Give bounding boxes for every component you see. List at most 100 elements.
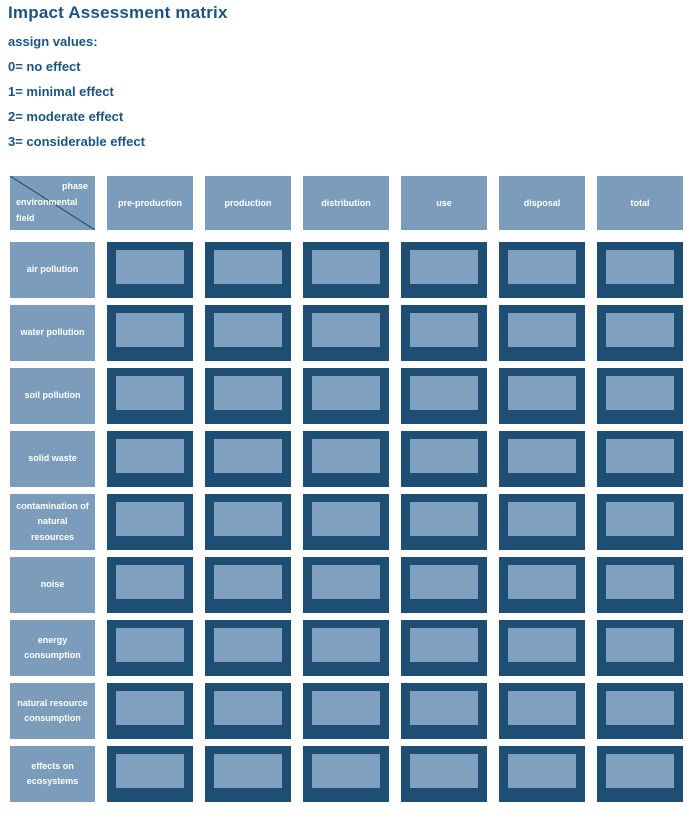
- cell-contamination-of-natural-resources--distribution: [303, 494, 389, 550]
- row-header-solid-waste: solid waste: [10, 431, 95, 487]
- input-effects-on-ecosystems--use[interactable]: [410, 754, 478, 788]
- input-air-pollution--use[interactable]: [410, 250, 478, 284]
- cell-soil-pollution--disposal: [499, 368, 585, 424]
- input-solid-waste--total[interactable]: [606, 439, 674, 473]
- input-air-pollution--pre-production[interactable]: [116, 250, 184, 284]
- cell-energy-consumption--pre-production: [107, 620, 193, 676]
- input-solid-waste--distribution[interactable]: [312, 439, 380, 473]
- cell-water-pollution--use: [401, 305, 487, 361]
- input-effects-on-ecosystems--production[interactable]: [214, 754, 282, 788]
- input-energy-consumption--disposal[interactable]: [508, 628, 576, 662]
- matrix-header-row: phase environmental field pre-production…: [10, 176, 683, 230]
- cell-water-pollution--production: [205, 305, 291, 361]
- cell-contamination-of-natural-resources--production: [205, 494, 291, 550]
- input-noise--total[interactable]: [606, 565, 674, 599]
- page-title: Impact Assessment matrix: [8, 3, 228, 22]
- input-noise--distribution[interactable]: [312, 565, 380, 599]
- matrix-row-solid-waste: solid waste: [10, 431, 683, 487]
- input-energy-consumption--pre-production[interactable]: [116, 628, 184, 662]
- matrix-row-contamination-of-natural-resources: contamination of natural resources: [10, 494, 683, 550]
- input-contamination-of-natural-resources--pre-production[interactable]: [116, 502, 184, 536]
- cell-natural-resource-consumption--total: [597, 683, 683, 739]
- cell-effects-on-ecosystems--distribution: [303, 746, 389, 802]
- input-contamination-of-natural-resources--production[interactable]: [214, 502, 282, 536]
- cell-soil-pollution--production: [205, 368, 291, 424]
- cell-water-pollution--disposal: [499, 305, 585, 361]
- cell-air-pollution--production: [205, 242, 291, 298]
- input-natural-resource-consumption--distribution[interactable]: [312, 691, 380, 725]
- input-natural-resource-consumption--use[interactable]: [410, 691, 478, 725]
- input-energy-consumption--total[interactable]: [606, 628, 674, 662]
- cell-effects-on-ecosystems--disposal: [499, 746, 585, 802]
- input-energy-consumption--distribution[interactable]: [312, 628, 380, 662]
- input-contamination-of-natural-resources--total[interactable]: [606, 502, 674, 536]
- input-soil-pollution--total[interactable]: [606, 376, 674, 410]
- cell-soil-pollution--pre-production: [107, 368, 193, 424]
- input-air-pollution--distribution[interactable]: [312, 250, 380, 284]
- input-effects-on-ecosystems--distribution[interactable]: [312, 754, 380, 788]
- legend-item-minimal-effect: 1= minimal effect: [8, 84, 114, 99]
- column-header-use: use: [401, 176, 487, 230]
- cell-natural-resource-consumption--use: [401, 683, 487, 739]
- input-solid-waste--use[interactable]: [410, 439, 478, 473]
- input-water-pollution--disposal[interactable]: [508, 313, 576, 347]
- cell-noise--disposal: [499, 557, 585, 613]
- cell-air-pollution--distribution: [303, 242, 389, 298]
- cell-natural-resource-consumption--pre-production: [107, 683, 193, 739]
- input-noise--disposal[interactable]: [508, 565, 576, 599]
- input-noise--pre-production[interactable]: [116, 565, 184, 599]
- row-header-air-pollution: air pollution: [10, 242, 95, 298]
- input-water-pollution--pre-production[interactable]: [116, 313, 184, 347]
- input-soil-pollution--production[interactable]: [214, 376, 282, 410]
- input-noise--use[interactable]: [410, 565, 478, 599]
- input-air-pollution--disposal[interactable]: [508, 250, 576, 284]
- input-contamination-of-natural-resources--use[interactable]: [410, 502, 478, 536]
- input-solid-waste--production[interactable]: [214, 439, 282, 473]
- input-soil-pollution--disposal[interactable]: [508, 376, 576, 410]
- input-solid-waste--disposal[interactable]: [508, 439, 576, 473]
- input-soil-pollution--distribution[interactable]: [312, 376, 380, 410]
- cell-energy-consumption--disposal: [499, 620, 585, 676]
- cell-energy-consumption--production: [205, 620, 291, 676]
- input-natural-resource-consumption--pre-production[interactable]: [116, 691, 184, 725]
- cell-effects-on-ecosystems--production: [205, 746, 291, 802]
- cell-air-pollution--pre-production: [107, 242, 193, 298]
- input-energy-consumption--production[interactable]: [214, 628, 282, 662]
- input-natural-resource-consumption--total[interactable]: [606, 691, 674, 725]
- input-effects-on-ecosystems--total[interactable]: [606, 754, 674, 788]
- matrix-row-water-pollution: water pollution: [10, 305, 683, 361]
- cell-effects-on-ecosystems--use: [401, 746, 487, 802]
- cell-contamination-of-natural-resources--use: [401, 494, 487, 550]
- cell-natural-resource-consumption--disposal: [499, 683, 585, 739]
- cell-natural-resource-consumption--production: [205, 683, 291, 739]
- input-air-pollution--production[interactable]: [214, 250, 282, 284]
- input-water-pollution--distribution[interactable]: [312, 313, 380, 347]
- input-air-pollution--total[interactable]: [606, 250, 674, 284]
- input-energy-consumption--use[interactable]: [410, 628, 478, 662]
- cell-noise--production: [205, 557, 291, 613]
- diagonal-divider: [10, 176, 95, 230]
- input-effects-on-ecosystems--pre-production[interactable]: [116, 754, 184, 788]
- impact-matrix: phase environmental field pre-production…: [10, 176, 683, 809]
- corner-header-cell: phase environmental field: [10, 176, 95, 230]
- input-water-pollution--production[interactable]: [214, 313, 282, 347]
- row-header-contamination-of-natural-resources: contamination of natural resources: [10, 494, 95, 550]
- input-solid-waste--pre-production[interactable]: [116, 439, 184, 473]
- column-header-pre-production: pre-production: [107, 176, 193, 230]
- input-effects-on-ecosystems--disposal[interactable]: [508, 754, 576, 788]
- cell-solid-waste--pre-production: [107, 431, 193, 487]
- input-noise--production[interactable]: [214, 565, 282, 599]
- input-contamination-of-natural-resources--disposal[interactable]: [508, 502, 576, 536]
- input-soil-pollution--pre-production[interactable]: [116, 376, 184, 410]
- input-soil-pollution--use[interactable]: [410, 376, 478, 410]
- column-header-distribution: distribution: [303, 176, 389, 230]
- input-contamination-of-natural-resources--distribution[interactable]: [312, 502, 380, 536]
- input-water-pollution--use[interactable]: [410, 313, 478, 347]
- input-natural-resource-consumption--production[interactable]: [214, 691, 282, 725]
- cell-water-pollution--pre-production: [107, 305, 193, 361]
- input-natural-resource-consumption--disposal[interactable]: [508, 691, 576, 725]
- cell-solid-waste--disposal: [499, 431, 585, 487]
- intro-block: Impact Assessment matrix assign values: …: [8, 3, 228, 159]
- matrix-row-air-pollution: air pollution: [10, 242, 683, 298]
- input-water-pollution--total[interactable]: [606, 313, 674, 347]
